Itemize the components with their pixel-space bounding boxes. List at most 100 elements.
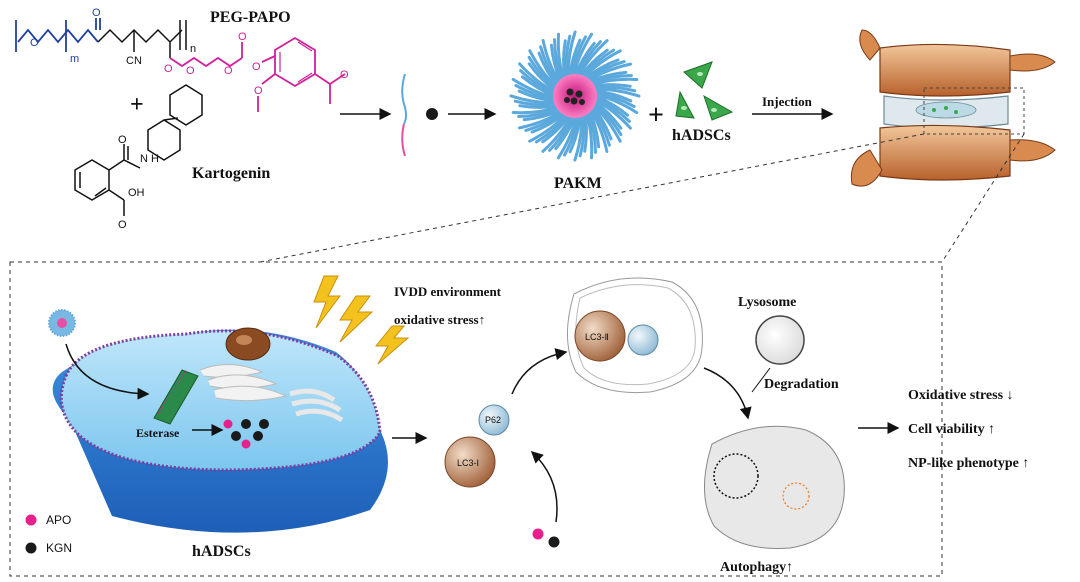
legend-kgn-dot — [25, 542, 37, 554]
esterase-label: Esterase — [136, 426, 180, 440]
entry-arrow — [65, 343, 150, 400]
micelle-arm — [549, 43, 563, 84]
cells-name: hADSCs — [672, 127, 731, 144]
micelle-arm — [563, 114, 580, 157]
chem-cn: CN — [126, 55, 142, 67]
lysosome-label: Lysosome — [738, 295, 796, 310]
chem-o10: O — [118, 134, 127, 146]
micelle-arm — [586, 109, 597, 154]
apo-dot — [532, 528, 544, 540]
legend-kgn-label: KGN — [46, 541, 72, 555]
micelle-arm — [593, 96, 631, 123]
micelle-arm — [564, 34, 572, 80]
micelle-arm — [517, 107, 562, 118]
micelle-arm — [593, 92, 639, 115]
micelle-arm — [589, 106, 611, 147]
micelle-arm — [528, 49, 559, 89]
chem-n: n — [190, 43, 196, 55]
autolysosome — [704, 425, 845, 549]
micelle-arm — [585, 110, 594, 160]
micelle-arm — [518, 62, 557, 94]
micelle-arm — [562, 39, 567, 81]
kartogenin-structure — [74, 84, 203, 216]
micelle-arm — [514, 84, 557, 101]
drug-name: Kartogenin — [192, 165, 270, 182]
fusion-arrow — [703, 367, 752, 420]
micelle-arm — [570, 35, 587, 78]
lightning-icons — [313, 275, 410, 365]
cell-label: hADSCs — [192, 543, 251, 560]
micelle-arm — [592, 89, 633, 103]
micelle-arm — [573, 113, 584, 162]
lysosome-circle — [755, 315, 805, 365]
micelle-arm — [518, 109, 564, 130]
pakm-micelle — [509, 30, 641, 162]
micelle-arm — [573, 41, 596, 78]
chem-o6: O — [238, 31, 247, 43]
micelle-arm — [568, 113, 582, 154]
micelle-arm — [528, 112, 568, 143]
micelle-arm — [556, 32, 565, 82]
outcome-cell-viability: Cell viability ↑ — [908, 422, 995, 437]
chem-o5: O — [224, 65, 233, 77]
hadsc-cells-icon — [675, 61, 734, 121]
plus-sign-1: + — [130, 92, 144, 118]
micelle-arm — [585, 60, 626, 82]
micelle-arm — [590, 104, 613, 141]
micelle-arm — [592, 99, 623, 130]
lc3-i-circle — [444, 436, 496, 488]
micelle-arm — [591, 103, 622, 143]
kgn-dot — [426, 108, 438, 120]
micelle-arm — [556, 114, 579, 160]
chem-o4: O — [186, 65, 195, 77]
chem-o8: O — [340, 69, 349, 81]
micelle-arm — [588, 107, 609, 153]
outcome-np-phenotype: NP-like phenotype ↑ — [908, 456, 1029, 471]
nanoparticle-name: PAKM — [554, 175, 602, 192]
micelle-arm — [527, 62, 558, 93]
micelle-arm — [582, 49, 622, 80]
micelle-arm — [522, 108, 563, 122]
micelle-arm — [583, 111, 588, 153]
micelle-arm — [527, 55, 558, 91]
chem-oh: OH — [128, 187, 145, 199]
micelle-arm — [566, 30, 577, 79]
spine-illustration — [850, 29, 1056, 187]
micelle-arm — [534, 113, 570, 144]
p62-label: P62 — [485, 415, 501, 425]
chem-o2: O — [92, 7, 101, 19]
unimer-peg — [401, 73, 407, 125]
drug-to-pathway-arrow — [530, 450, 558, 523]
micelle-arm — [577, 39, 609, 78]
micelle-arm — [541, 114, 573, 153]
ivdd-line1: IVDD environment — [394, 284, 502, 299]
chem-o9: O — [254, 85, 263, 97]
micelle-arm — [578, 48, 609, 79]
micelle-arm — [524, 110, 565, 132]
chem-m: m — [70, 53, 79, 65]
autophagy-label: Autophagy↑ — [720, 560, 793, 575]
p62-circle-autophagosome — [627, 324, 659, 356]
micelle-arm — [518, 104, 560, 109]
micelle-arm — [587, 70, 628, 84]
p62-circle — [478, 404, 510, 436]
micelle-arm — [592, 87, 641, 98]
micelle-arm — [571, 32, 594, 78]
micelle-arm — [513, 99, 559, 107]
micelle-arm — [530, 111, 567, 134]
kgn-dot-bottom — [548, 536, 560, 548]
plus-sign-2: + — [648, 100, 664, 131]
micelle-arm — [568, 38, 582, 79]
micelle-arm — [593, 91, 636, 108]
injection-label: Injection — [762, 94, 813, 109]
zoom-line-left — [259, 133, 925, 263]
micelle-arm — [590, 83, 632, 88]
to-autophagosome-arrow — [511, 348, 568, 395]
outcome-oxidative-stress: Oxidative stress ↓ — [908, 388, 1014, 403]
peg-papo-structure: O O m n CN O O O O O O O — [15, 7, 349, 112]
micelle-arm — [539, 45, 561, 86]
micelle-arm — [519, 69, 557, 96]
micelle-arm — [586, 62, 632, 83]
lc3-ii-label: LC3-Ⅱ — [585, 332, 609, 342]
